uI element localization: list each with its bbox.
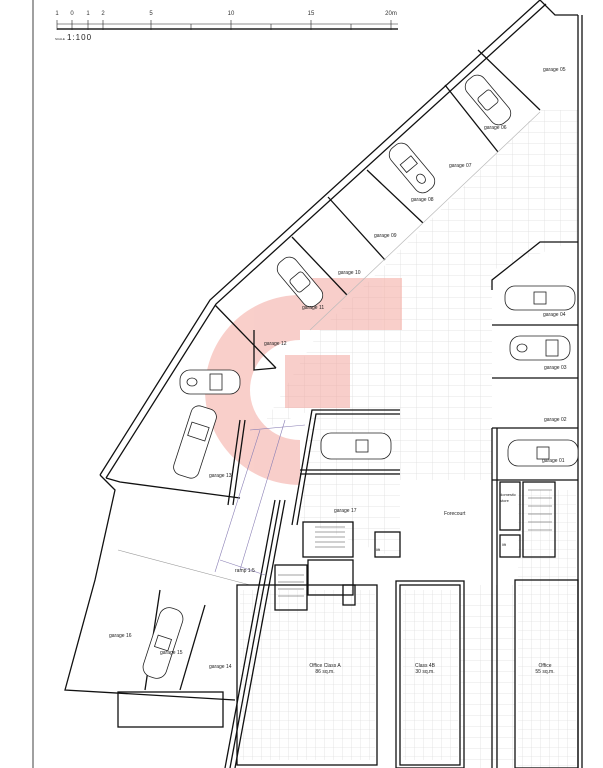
- ramp-lines: [214, 419, 306, 576]
- car-garage-04: [504, 285, 576, 311]
- car-garage-05: [464, 74, 512, 126]
- scale-ratio: 1:100: [67, 33, 93, 42]
- lift-label: lift: [502, 542, 506, 547]
- car-garage-01: [507, 439, 579, 467]
- garage-label: garage 13: [209, 473, 232, 479]
- garage-label: garage 06: [484, 125, 507, 131]
- garage-label: garage 07: [449, 163, 472, 169]
- car-garage-03: [509, 335, 571, 361]
- forecourt-label: Forecourt: [444, 511, 466, 517]
- car-garage-15: [142, 607, 184, 679]
- garage-label: garage 08: [411, 197, 434, 203]
- class4b-area: 30 sq.m.: [415, 669, 435, 675]
- garage-label: garage 10: [338, 270, 361, 276]
- office-floor: [518, 490, 576, 768]
- office-name: Office: [538, 663, 552, 669]
- ramp-label: ramp 1:5: [235, 568, 255, 574]
- office-area: 55 sq.m.: [535, 669, 555, 675]
- garage-label: garage 01: [542, 458, 565, 464]
- car-garage-17: [320, 432, 392, 460]
- car-garage-13: [173, 405, 217, 479]
- garage-label: garage 03: [544, 365, 567, 371]
- office-a-floor: [240, 590, 375, 760]
- garage-label: garage 17: [334, 508, 357, 514]
- walls: [32, 0, 583, 768]
- garage-label: garage 02: [544, 417, 567, 423]
- car-garage-11: [276, 256, 324, 308]
- garage-label: garage 12: [264, 341, 287, 347]
- garage-label: garage 04: [543, 312, 566, 318]
- office-a-name: Office Class A: [309, 663, 341, 669]
- car-garage-06: [388, 142, 436, 194]
- garage-label: garage 16: [109, 633, 132, 639]
- scale-tick-label: 0: [70, 11, 74, 17]
- scale-tick-label: 2: [101, 11, 105, 17]
- scale-tick-label: 5: [149, 11, 153, 17]
- scale-tick-label: 1: [86, 11, 90, 17]
- scale-tick-label: 10: [227, 11, 235, 17]
- class4b-floor: [403, 590, 458, 760]
- scale-bar: [56, 20, 398, 30]
- car-garage-12: [179, 369, 241, 395]
- logo-watermark: [205, 278, 402, 485]
- scale-tick-label: 20m: [385, 11, 397, 17]
- lift-label: lift: [376, 547, 380, 552]
- cars: [142, 74, 579, 679]
- office-a-area: 86 sq.m.: [315, 669, 335, 675]
- scale-tick-label: 15: [307, 11, 315, 17]
- class4b-name: Class 4B: [414, 663, 436, 669]
- garage-label: garage 09: [374, 233, 397, 239]
- garage-label: garage 11: [302, 305, 325, 311]
- garage-label: garage 15: [160, 650, 183, 656]
- garage-label: garage 14: [209, 664, 232, 670]
- stair-treads: [278, 489, 552, 597]
- scale-word: SCALE: [55, 37, 65, 41]
- domestic-store-label: domestic store: [500, 492, 517, 503]
- garage-label: garage 05: [543, 67, 566, 73]
- scale-tick-label: 1: [55, 11, 59, 17]
- forecourt-paving-lower: [460, 585, 515, 768]
